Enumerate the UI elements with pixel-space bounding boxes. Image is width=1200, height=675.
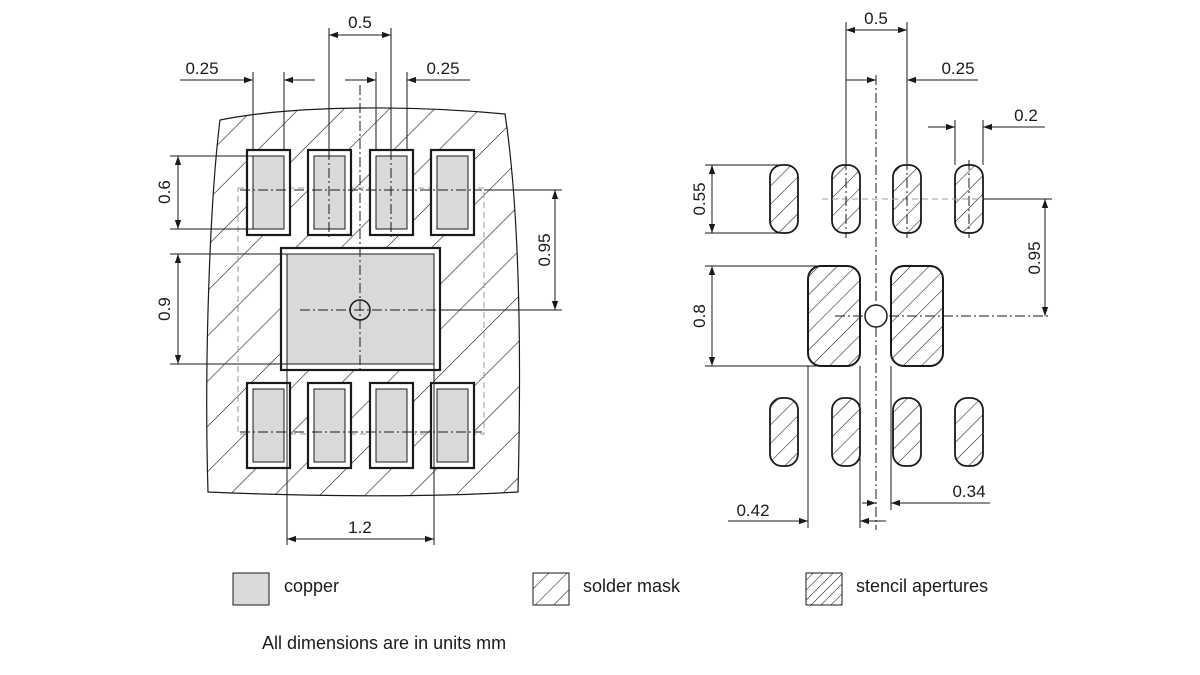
- dim-pad-height-label: 0.6: [155, 180, 174, 204]
- legend-copper-swatch: [232, 572, 270, 606]
- aperture-bot-4: [954, 397, 984, 467]
- copper-bot-4: [436, 388, 469, 463]
- legend-stencil-label: stencil apertures: [856, 576, 988, 596]
- aperture-bot-3: [892, 397, 922, 467]
- land-pattern: 0.5 0.25 0.25 0.6 0.9 0.95 1.2: [155, 13, 562, 545]
- legend-stencil-swatch: [805, 572, 843, 606]
- dim-pad-width-right-label: 0.25: [426, 59, 459, 78]
- copper-top-1: [252, 155, 285, 230]
- dim-ep-height-label: 0.9: [155, 297, 174, 321]
- legend-copper-label: copper: [284, 576, 339, 596]
- units-note: All dimensions are in units mm: [262, 633, 506, 653]
- stencil-dim-ep-offset-label: 0.34: [952, 482, 985, 501]
- stencil-dim-ep-height-label: 0.8: [690, 304, 709, 328]
- copper-bot-3: [375, 388, 408, 463]
- stencil-dim-row-center-label: 0.95: [1025, 241, 1044, 274]
- stencil-dim-ep-width-label: 0.42: [736, 501, 769, 520]
- dim-ep-width-label: 1.2: [348, 518, 372, 537]
- copper-bot-1: [252, 388, 285, 463]
- copper-bot-2: [313, 388, 346, 463]
- dim-row-center-label: 0.95: [535, 233, 554, 266]
- copper-top-4: [436, 155, 469, 230]
- center-marker: [349, 299, 371, 321]
- stencil-dim-aperture-width-label: 0.2: [1014, 106, 1038, 125]
- stencil-dim-pitch-label: 0.5: [864, 9, 888, 28]
- stencil-pattern: 0.5 0.25 0.2 0.55 0.8 0.95 0.42: [690, 9, 1052, 530]
- aperture-bot-1: [769, 397, 799, 467]
- stencil-dim-aperture-height-label: 0.55: [690, 182, 709, 215]
- aperture-bot-2: [831, 397, 861, 467]
- stencil-center-marker: [864, 304, 888, 328]
- package-outline: [237, 187, 485, 435]
- aperture-top-1: [769, 164, 799, 234]
- aperture-ep-left: [807, 265, 861, 367]
- dim-pitch-label: 0.5: [348, 13, 372, 32]
- dim-pad-width-left-label: 0.25: [185, 59, 218, 78]
- legend: copper solder mask stencil apertures: [232, 572, 988, 606]
- bottom-pads: [245, 381, 476, 470]
- stencil-dim-gap-label: 0.25: [941, 59, 974, 78]
- legend-solder-mask-label: solder mask: [583, 576, 681, 596]
- legend-solder-mask-swatch: [532, 572, 570, 606]
